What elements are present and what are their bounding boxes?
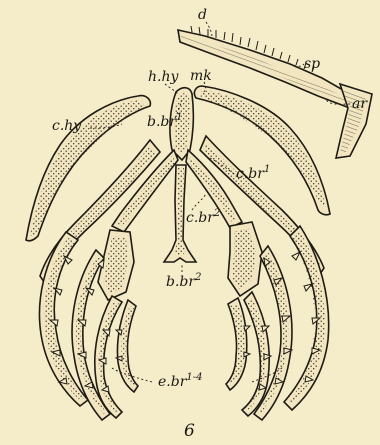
label-c-hy: c.hy: [52, 118, 82, 134]
label-d: d: [198, 7, 207, 23]
label-sp: sp: [304, 56, 320, 72]
label-h-hy: h.hy: [148, 69, 179, 85]
label-b-br2: b.br2: [166, 272, 201, 290]
label-ar: ar: [352, 96, 368, 112]
figure-number: 6: [184, 421, 195, 441]
label-mk: mk: [190, 68, 212, 84]
label-c-br1: c.br1: [236, 164, 270, 182]
label-c-br2: c.br2: [186, 208, 220, 226]
label-e-br: e.br1-4: [158, 372, 203, 390]
